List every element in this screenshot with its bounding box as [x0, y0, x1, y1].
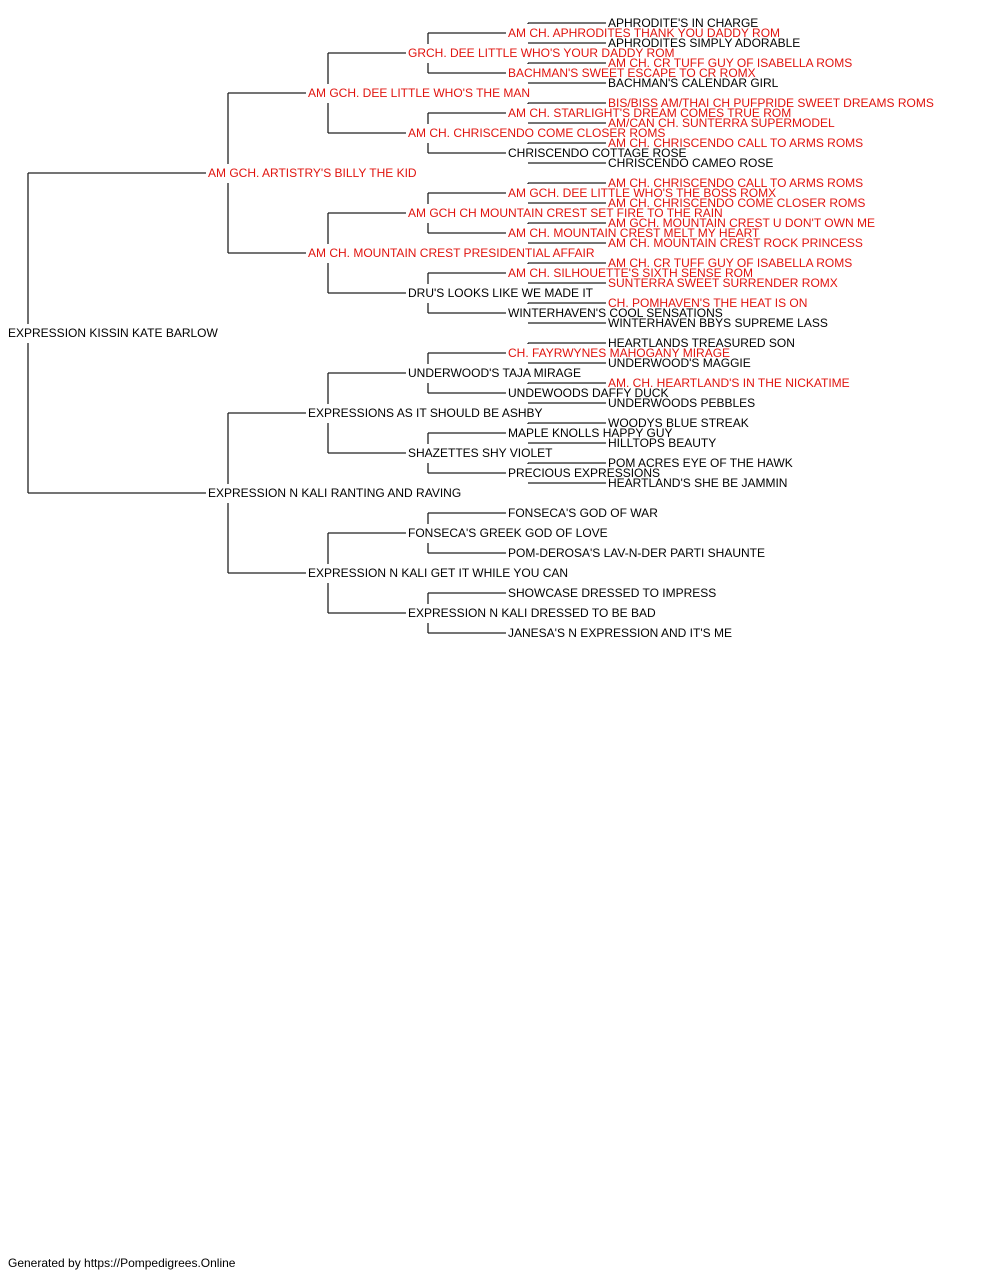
- dog-name-root-sire-sire-sire-sire-dam: APHRODITES SIMPLY ADORABLE: [608, 36, 800, 50]
- dog-name-root-sire-sire-sire: GRCH. DEE LITTLE WHO'S YOUR DADDY ROM: [408, 46, 675, 60]
- dog-name-root-sire-dam-sire: AM GCH CH MOUNTAIN CREST SET FIRE TO THE…: [408, 206, 723, 220]
- dog-name-root-sire-sire-dam-sire-sire: BIS/BISS AM/THAI CH PUFPRIDE SWEET DREAM…: [608, 96, 934, 110]
- dog-name-root-dam-dam-sire-dam: POM-DEROSA'S LAV-N-DER PARTI SHAUNTE: [508, 546, 765, 560]
- dog-name-root-sire-sire-dam-sire-dam: AM/CAN CH. SUNTERRA SUPERMODEL: [608, 116, 835, 130]
- dog-name-root-dam-dam-dam: EXPRESSION N KALI DRESSED TO BE BAD: [408, 606, 656, 620]
- dog-name-root-dam-dam-sire-sire: FONSECA'S GOD OF WAR: [508, 506, 658, 520]
- generated-by-footer: Generated by https://Pompedigrees.Online: [8, 1256, 236, 1270]
- dog-name-root-sire-sire: AM GCH. DEE LITTLE WHO'S THE MAN: [308, 86, 530, 100]
- dog-name-root-dam-sire-sire-sire-dam: UNDERWOOD'S MAGGIE: [608, 356, 751, 370]
- dog-name-root-dam-dam-dam-dam: JANESA'S N EXPRESSION AND IT'S ME: [508, 626, 732, 640]
- dog-name-root-dam-sire-sire-dam-dam: UNDERWOODS PEBBLES: [608, 396, 755, 410]
- dog-name-root-dam-sire-sire-dam: UNDEWOODS DAFFY DUCK: [508, 386, 668, 400]
- dog-name-root-dam-sire-dam-dam-dam: HEARTLAND'S SHE BE JAMMIN: [608, 476, 787, 490]
- dog-name-root-sire-sire-sire-dam-dam: BACHMAN'S CALENDAR GIRL: [608, 76, 779, 90]
- dog-name-root-sire-sire-dam-dam-dam: CHRISCENDO CAMEO ROSE: [608, 156, 773, 170]
- dog-name-root-dam-dam-dam-sire: SHOWCASE DRESSED TO IMPRESS: [508, 586, 716, 600]
- dog-name-root-dam-sire-sire-sire: CH. FAYRWYNES MAHOGANY MIRAGE: [508, 346, 730, 360]
- dog-name-root-sire-dam-dam-dam: WINTERHAVEN'S COOL SENSATIONS: [508, 306, 723, 320]
- dog-name-root-sire-sire-sire-sire: AM CH. APHRODITES THANK YOU DADDY ROM: [508, 26, 780, 40]
- dog-name-root-sire-dam-dam-dam-sire: CH. POMHAVEN'S THE HEAT IS ON: [608, 296, 807, 310]
- dog-name-root-sire-sire-dam-dam-sire: AM CH. CHRISCENDO CALL TO ARMS ROMS: [608, 136, 863, 150]
- dog-name-root-sire-dam-dam-sire-dam: SUNTERRA SWEET SURRENDER ROMX: [608, 276, 838, 290]
- dog-name-root-sire-dam-dam-sire: AM CH. SILHOUETTE'S SIXTH SENSE ROM: [508, 266, 753, 280]
- dog-name-root-dam-sire-dam-dam-sire: POM ACRES EYE OF THE HAWK: [608, 456, 793, 470]
- dog-name-root-sire: AM GCH. ARTISTRY'S BILLY THE KID: [208, 166, 417, 180]
- dog-name-root-dam-sire-sire-sire-sire: HEARTLANDS TREASURED SON: [608, 336, 795, 350]
- dog-name-root-sire-sire-dam-dam: CHRISCENDO COTTAGE ROSE: [508, 146, 686, 160]
- dog-name-root-sire-dam-sire-sire-sire: AM CH. CHRISCENDO CALL TO ARMS ROMS: [608, 176, 863, 190]
- dog-name-root-sire-sire-sire-sire-sire: APHRODITE'S IN CHARGE: [608, 16, 758, 30]
- dog-name-root-dam: EXPRESSION N KALI RANTING AND RAVING: [208, 486, 461, 500]
- dog-name-root-sire-dam-sire-sire: AM GCH. DEE LITTLE WHO'S THE BOSS ROMX: [508, 186, 776, 200]
- dog-name-root-dam-sire-sire: UNDERWOOD'S TAJA MIRAGE: [408, 366, 581, 380]
- dog-name-root-sire-dam-sire-dam-dam: AM CH. MOUNTAIN CREST ROCK PRINCESS: [608, 236, 863, 250]
- dog-name-root-sire-sire-dam: AM CH. CHRISCENDO COME CLOSER ROMS: [408, 126, 665, 140]
- dog-name-root-dam-sire-sire-dam-sire: AM. CH. HEARTLAND'S IN THE NICKATIME: [608, 376, 850, 390]
- dog-name-root-sire-sire-dam-sire: AM CH. STARLIGHT'S DREAM COMES TRUE ROM: [508, 106, 791, 120]
- dog-name-root-sire-dam-dam: DRU'S LOOKS LIKE WE MADE IT: [408, 286, 594, 300]
- dog-name-root: EXPRESSION KISSIN KATE BARLOW: [8, 326, 219, 340]
- dog-name-root-sire-dam-sire-dam: AM CH. MOUNTAIN CREST MELT MY HEART: [508, 226, 760, 240]
- dog-name-root-dam-sire-dam-sire: MAPLE KNOLLS HAPPY GUY: [508, 426, 673, 440]
- dog-name-root-dam-sire: EXPRESSIONS AS IT SHOULD BE ASHBY: [308, 406, 543, 420]
- dog-name-root-dam-sire-dam: SHAZETTES SHY VIOLET: [408, 446, 553, 460]
- dog-name-root-sire-sire-sire-dam: BACHMAN'S SWEET ESCAPE TO CR ROMX: [508, 66, 756, 80]
- dog-name-root-sire-dam-sire-dam-sire: AM GCH. MOUNTAIN CREST U DON'T OWN ME: [608, 216, 875, 230]
- dog-name-root-dam-dam-sire: FONSECA'S GREEK GOD OF LOVE: [408, 526, 608, 540]
- dog-name-root-dam-sire-dam-sire-sire: WOODYS BLUE STREAK: [608, 416, 749, 430]
- dog-name-root-sire-dam-sire-sire-dam: AM CH. CHRISCENDO COME CLOSER ROMS: [608, 196, 865, 210]
- dog-name-root-dam-sire-dam-sire-dam: HILLTOPS BEAUTY: [608, 436, 716, 450]
- dog-name-root-sire-dam-dam-dam-dam: WINTERHAVEN BBYS SUPREME LASS: [608, 316, 828, 330]
- dog-name-root-sire-dam: AM CH. MOUNTAIN CREST PRESIDENTIAL AFFAI…: [308, 246, 595, 260]
- dog-name-root-dam-sire-dam-dam: PRECIOUS EXPRESSIONS: [508, 466, 660, 480]
- dog-name-root-dam-dam: EXPRESSION N KALI GET IT WHILE YOU CAN: [308, 566, 568, 580]
- dog-name-root-sire-dam-dam-sire-sire: AM CH. CR TUFF GUY OF ISABELLA ROMS: [608, 256, 852, 270]
- dog-name-root-sire-sire-sire-dam-sire: AM CH. CR TUFF GUY OF ISABELLA ROMS: [608, 56, 852, 70]
